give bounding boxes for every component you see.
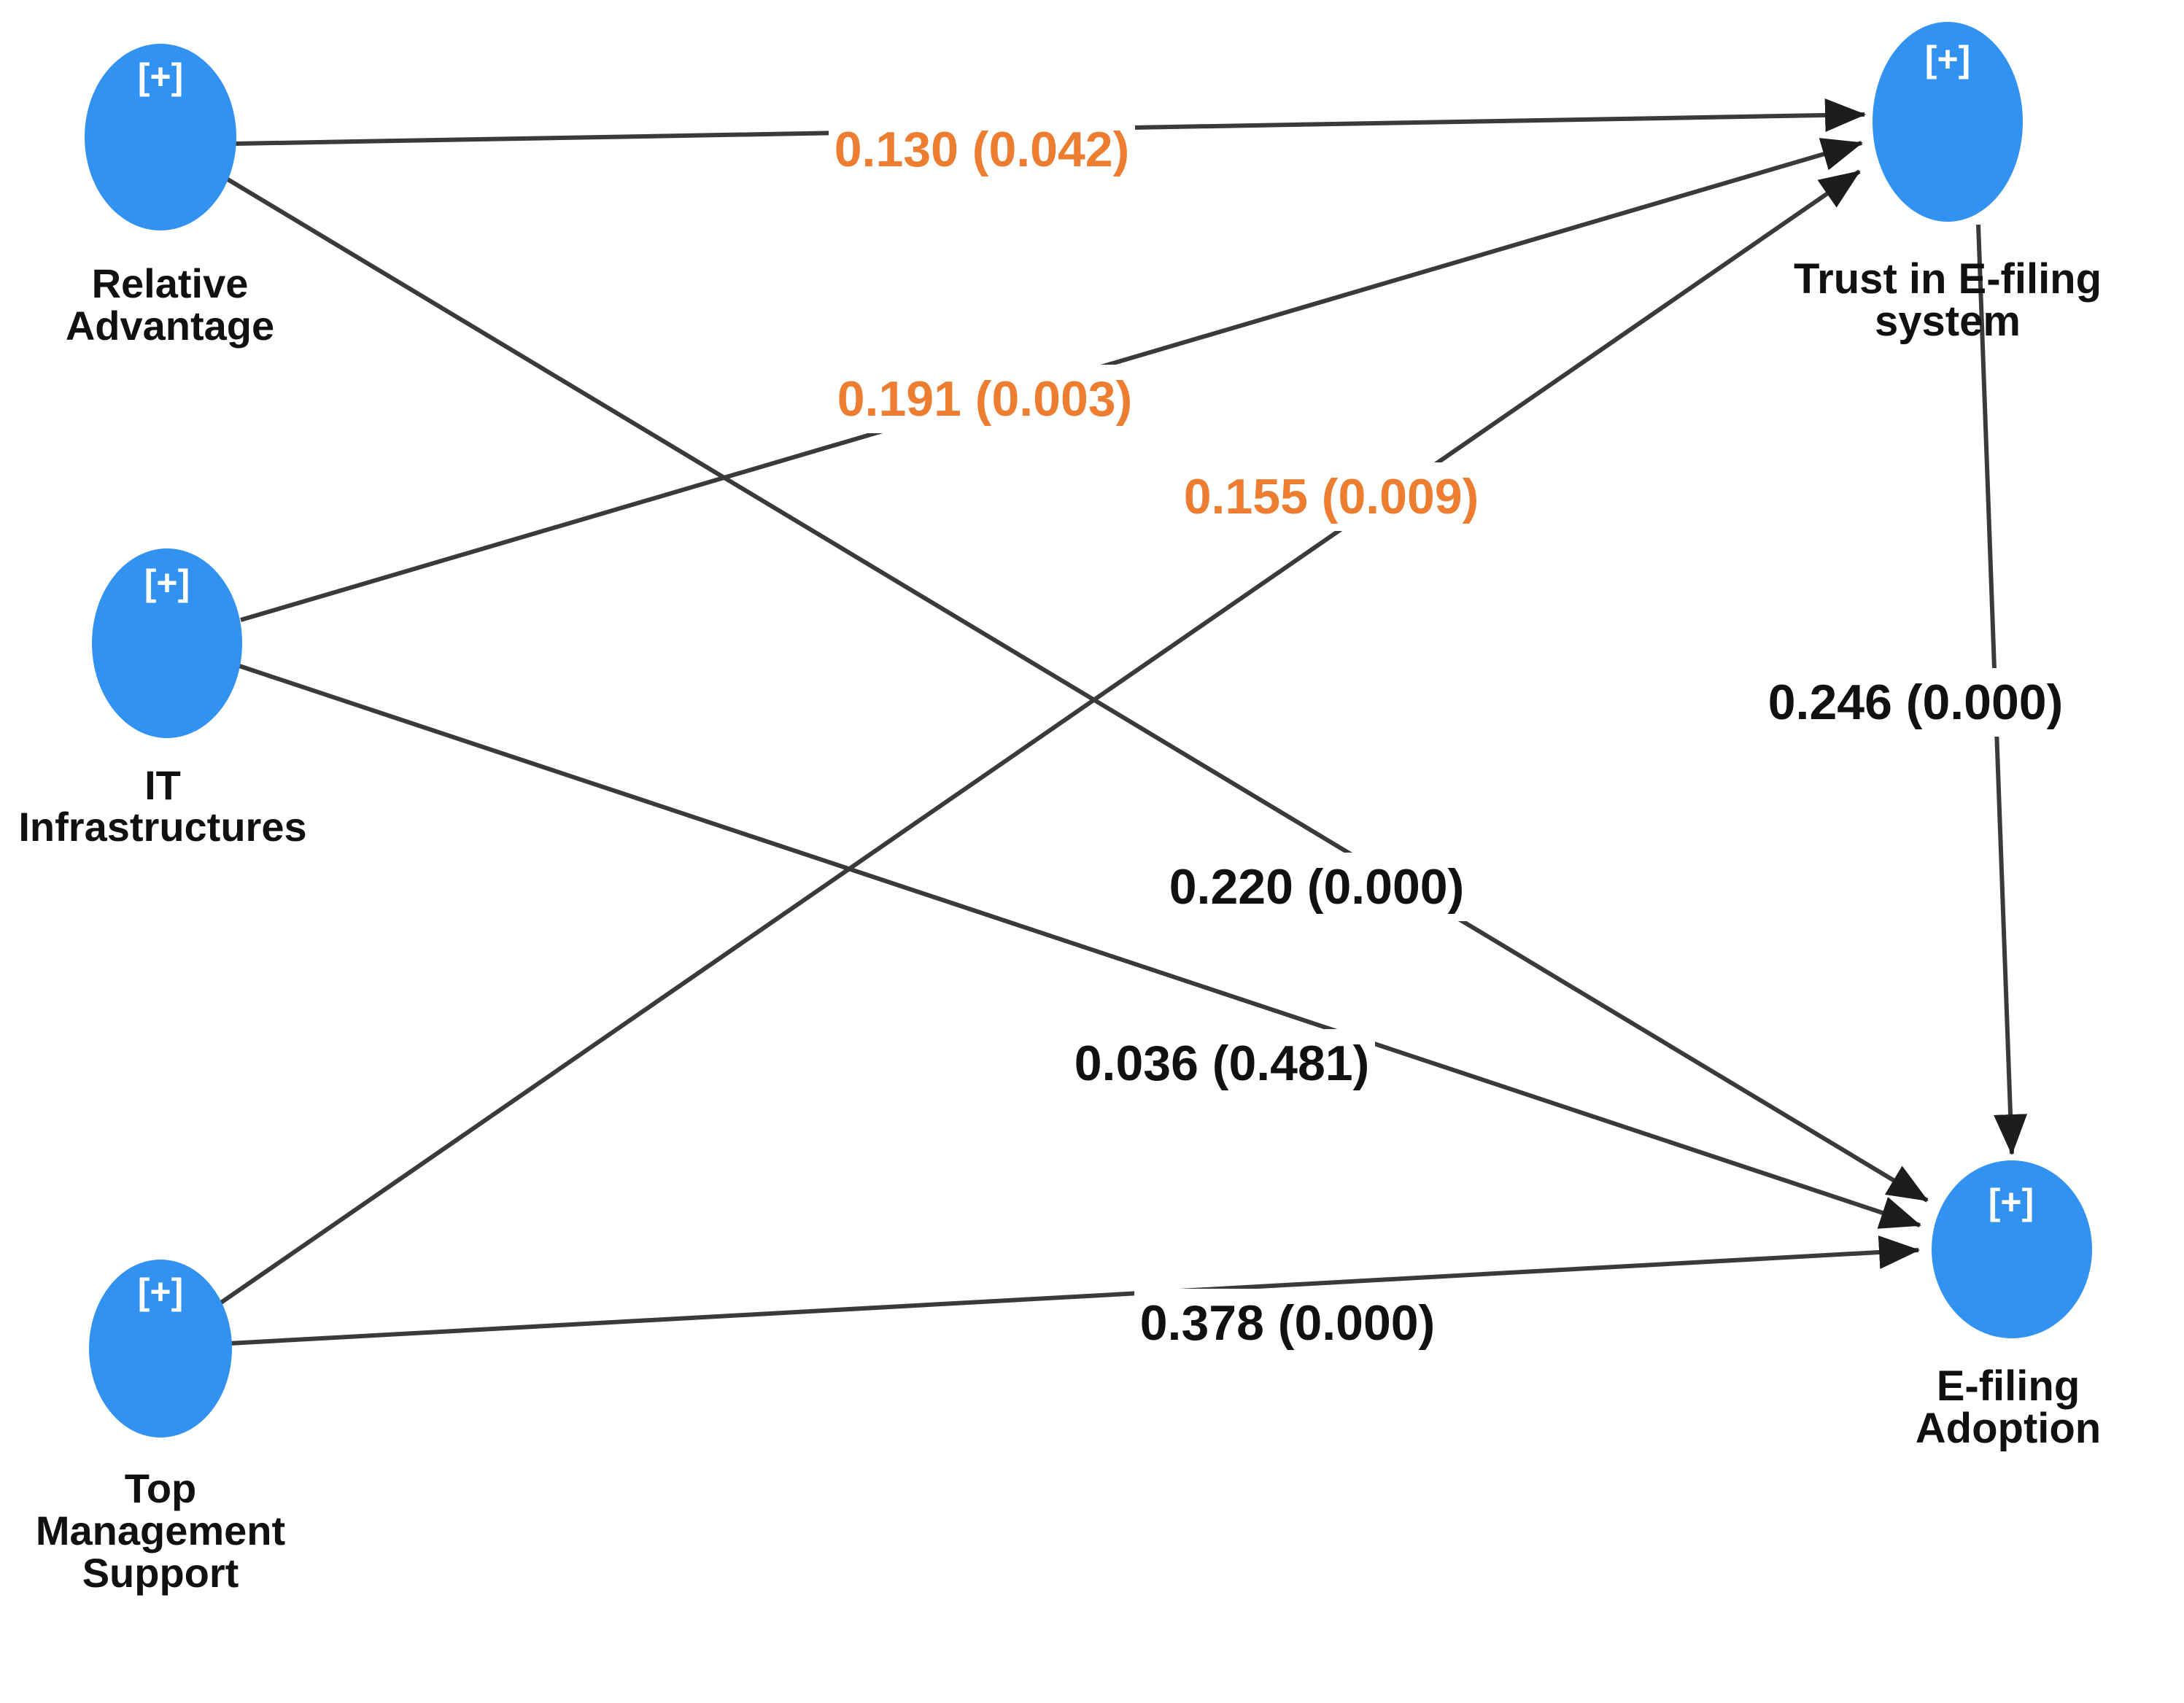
node-it-infrastructures[interactable]: [+] IT Infrastructures [18,548,307,850]
path-coefficient-tms-trust: 0.155 (0.009) [1184,469,1479,524]
node-top-management-support[interactable]: [+] Top Management Support [36,1260,285,1596]
expand-indicator-icon[interactable]: [+] [138,1271,184,1312]
construct-ellipse[interactable] [1873,22,2023,222]
construct-ellipse[interactable] [85,44,236,230]
node-label-line: Top [125,1465,196,1511]
path-label-it-adoption: 0.036 (0.481) [1069,1029,1375,1098]
node-label-line: E-filing [1937,1362,2080,1410]
node-trust-in-efiling-system[interactable]: [+] Trust in E-filing system [1794,22,2102,345]
node-label-line: system [1875,298,2021,345]
path-label-ra-trust: 0.130 (0.042) [829,115,1135,184]
node-label-line: IT [144,762,181,808]
node-efiling-adoption[interactable]: [+] E-filing Adoption [1916,1160,2101,1452]
node-label-line: Advantage [66,303,274,349]
expand-indicator-icon[interactable]: [+] [138,56,184,97]
path-coefficient-ra-adoption: 0.220 (0.000) [1169,859,1465,915]
expand-indicator-icon[interactable]: [+] [1989,1182,2034,1222]
construct-ellipse[interactable] [1932,1160,2092,1338]
path-label-trust-adoption: 0.246 (0.000) [1762,668,2069,737]
node-label-line: Adoption [1916,1405,2101,1452]
path-label-it-trust: 0.191 (0.003) [832,365,1138,433]
path-coefficient-ra-trust: 0.130 (0.042) [835,122,1130,177]
label-background [1178,462,1484,531]
construct-ellipse[interactable] [92,548,242,738]
node-label-line: Relative [92,260,249,306]
path-top-management-support-to-trust[interactable] [220,169,1861,1305]
node-label-line: Support [82,1550,239,1596]
path-coefficient-it-trust: 0.191 (0.003) [837,371,1133,427]
label-background [829,115,1135,184]
label-background [1069,1029,1375,1098]
expand-indicator-icon[interactable]: [+] [144,562,190,603]
path-label-tms-adoption: 0.378 (0.000) [1134,1289,1441,1357]
path-coefficient-tms-adoption: 0.378 (0.000) [1140,1295,1436,1351]
path-label-ra-adoption: 0.220 (0.000) [1163,853,1470,921]
label-background [1163,853,1470,921]
path-it-infrastructures-to-adoption[interactable] [236,663,1921,1229]
node-label-line: Management [36,1508,285,1553]
node-label-line: Trust in E-filing [1794,255,2102,303]
node-label-line: Infrastructures [18,804,306,850]
label-background [1134,1289,1441,1357]
label-background [832,365,1138,433]
paths-group [220,98,2028,1346]
path-relative-advantage-to-adoption[interactable] [224,176,1929,1203]
node-relative-advantage[interactable]: [+] Relative Advantage [66,44,274,349]
path-label-tms-trust: 0.155 (0.009) [1178,462,1484,531]
path-coefficient-trust-adoption: 0.246 (0.000) [1768,675,2064,730]
label-background [1762,668,2069,737]
path-top-management-support-to-adoption[interactable] [228,1235,1920,1346]
expand-indicator-icon[interactable]: [+] [1925,39,1971,79]
construct-ellipse[interactable] [89,1260,232,1438]
path-coefficient-it-adoption: 0.036 (0.481) [1074,1036,1370,1091]
